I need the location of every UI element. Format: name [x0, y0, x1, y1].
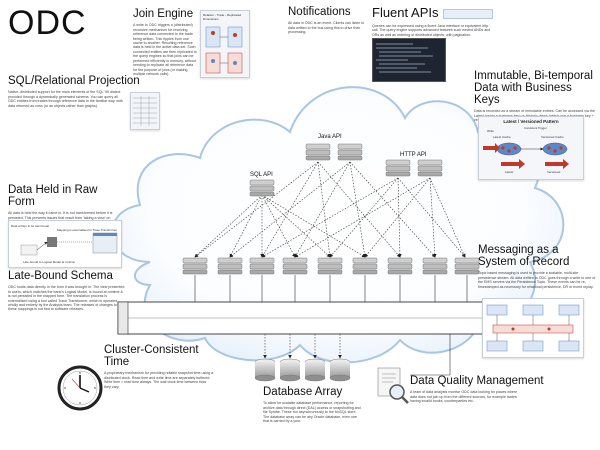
cluster-servers: [182, 257, 480, 275]
cluster-server: [352, 257, 378, 275]
join-engine-thumbnail: Relation - Trade - Replicated Dimensions: [200, 10, 250, 78]
raw-form-label-2: Mapping is externalised in Trace Transfo…: [57, 228, 117, 232]
page-title: ODC: [8, 4, 87, 42]
join-engine-section: Join Engine A write to ODC triggers a (d…: [133, 8, 198, 131]
bitemporal-section: Immutable, Bi-temporal Data with Busines…: [474, 70, 596, 127]
database-array-body: To allow for scalable database performan…: [263, 401, 361, 423]
messaging-heading: Messaging as a System of Record: [478, 244, 570, 269]
cluster-server: [182, 257, 208, 275]
data-quality-section: Data Quality Management A team of data a…: [410, 375, 545, 410]
notifications-section: Notifications All data in ODC is an even…: [288, 6, 366, 43]
db-connectors: [263, 334, 342, 359]
cluster-time-section: Cluster-Consistent Time A proprietary me…: [104, 344, 214, 399]
clock-icon: [57, 365, 103, 411]
database-array-heading: Database Array: [263, 386, 343, 398]
bus-connectors: [194, 275, 468, 302]
connection-lines: [194, 161, 466, 258]
fluent-api-snippet: [443, 9, 493, 19]
raw-form-thumbnail: Data written in its raw format Mapping i…: [8, 220, 122, 268]
terminal-code-lines: [376, 43, 433, 73]
cloud-shape: [111, 86, 565, 364]
sql-projection-section: SQL/Relational Projection Native, distri…: [8, 75, 148, 118]
http-api-label: HTTP API: [400, 152, 427, 158]
database-cylinder: [279, 358, 301, 382]
latest-arrow: [501, 159, 525, 169]
database-array-section: Database Array To allow for scalable dat…: [263, 386, 363, 429]
thumb-label-write: Write: [487, 129, 494, 133]
join-engine-heading: Join Engine: [133, 8, 194, 20]
versioned-arrow: [545, 159, 569, 169]
late-bound-section: Late-Bound Schema ODC holds data directl…: [8, 270, 126, 325]
fluent-apis-body: Queries can be expressed using a fluent …: [372, 24, 491, 37]
bitemporal-heading: Immutable, Bi-temporal Data with Busines…: [474, 70, 593, 107]
bitemporal-thumbnail: Latest / Versioned Pattern Write Latest …: [478, 116, 584, 180]
cluster-server: [387, 257, 413, 275]
java-api-server-1: [305, 143, 331, 161]
thumb-label-latest-cache: Latest Cache: [493, 135, 511, 139]
write-arrow: [483, 143, 500, 153]
database-cylinder: [254, 358, 276, 382]
join-engine-body: A write to ODC triggers a (distributed) …: [133, 23, 197, 77]
http-api-server-1: [385, 159, 411, 177]
versioned-cache-graphic: [542, 142, 568, 156]
data-quality-heading: Data Quality Management: [410, 375, 544, 387]
sql-projection-thumbnail: [130, 92, 160, 130]
sql-api-server: [249, 179, 275, 197]
cluster-time-body: A proprietary mechanism for providing re…: [104, 371, 214, 389]
fluent-api-terminal: [372, 38, 446, 82]
data-quality-icon: [377, 367, 409, 404]
thumb-label-versioned-cache: Versioned Cache: [541, 135, 564, 139]
database-array: [254, 358, 351, 382]
http-api-server-2: [417, 159, 443, 177]
raw-form-heading: Data Held in Raw Form: [8, 184, 98, 209]
data-quality-body: A team of data analysts monitor ODC data…: [410, 390, 518, 404]
sql-projection-body: Native, distributed support for the main…: [8, 90, 123, 108]
sql-projection-heading: SQL/Relational Projection: [8, 75, 140, 87]
sql-projection-thumbnail-graphic: [133, 96, 157, 126]
cluster-server: [282, 257, 308, 275]
raw-form-label-1: Data written in its raw format: [11, 224, 49, 228]
late-bound-heading: Late-Bound Schema: [8, 270, 113, 282]
late-bound-body: ODC holds data directly in the form it w…: [8, 285, 125, 312]
messaging-thumbnail-graphic: [486, 304, 580, 352]
database-cylinder: [304, 358, 326, 382]
raw-form-thumbnail-graphic: Data written in its raw format Mapping i…: [11, 224, 118, 264]
thumb-label-versioned: Versioned: [547, 170, 561, 174]
java-api-label: Java API: [318, 134, 342, 140]
db-connector-side: [410, 334, 451, 376]
cluster-server: [217, 257, 243, 275]
sql-api-label: SQL API: [250, 172, 273, 178]
thumb-label-trigger: Consistent Trigger: [524, 126, 547, 130]
messaging-thumbnail: [482, 298, 584, 358]
cluster-server: [422, 257, 448, 275]
fluent-apis-section: Fluent APIs: [372, 6, 442, 20]
join-engine-thumbnail-caption: Relation - Trade - Replicated Dimensions: [203, 13, 242, 21]
join-engine-thumbnail-graphic: [205, 26, 243, 74]
bitemporal-thumbnail-title: Latest / Versioned Pattern: [503, 119, 559, 124]
notifications-body: All data in ODC is an event. Clients can…: [288, 21, 365, 35]
fluent-apis-heading: Fluent APIs: [372, 5, 439, 20]
notifications-heading: Notifications: [288, 6, 351, 18]
cluster-time-heading: Cluster-Consistent Time: [104, 344, 199, 369]
raw-form-label-3: Late-bound to Logical Model at runtime: [23, 260, 75, 264]
cluster-server: [249, 257, 275, 275]
thumb-label-latest: Latest: [505, 170, 513, 174]
raw-block: [47, 237, 57, 247]
java-api-server-2: [337, 143, 363, 161]
bitemporal-thumbnail-graphic: Write Latest Cache Versioned Cache Consi…: [483, 126, 569, 174]
messaging-body: Topic based messaging is used to provide…: [478, 271, 596, 289]
latest-cache-graphic: [496, 142, 522, 156]
cluster-server: [454, 257, 480, 275]
cluster-server: [317, 257, 343, 275]
database-cylinder: [329, 358, 351, 382]
messaging-section: Messaging as a System of Record Topic ba…: [478, 244, 596, 297]
